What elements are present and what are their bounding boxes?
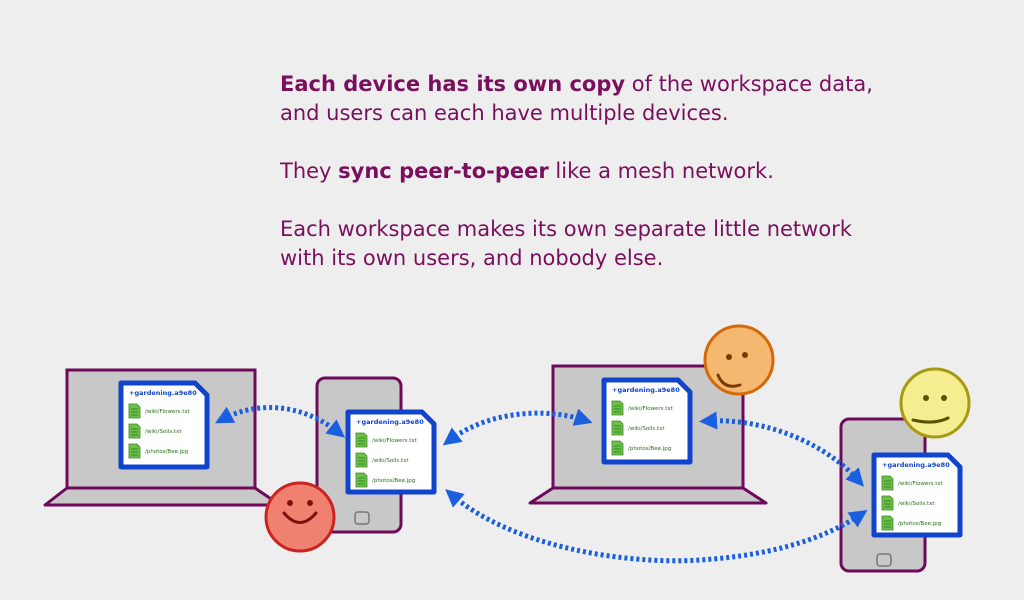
file-name: /wiki/Flowers.txt xyxy=(145,409,191,415)
workspace-address: +gardening.a9e80 xyxy=(129,389,197,397)
file-icon xyxy=(128,423,141,439)
workspace-copy-laptop-1: +gardening.a9e80/wiki/Flowers.txt/wiki/S… xyxy=(118,380,210,470)
workspace-copies: +gardening.a9e80/wiki/Flowers.txt/wiki/S… xyxy=(118,377,963,538)
file-icon xyxy=(611,440,624,456)
caption-emphasis-own-copy: Each device has its own copy xyxy=(280,72,626,96)
file-name: /photos/Bee.jpg xyxy=(898,521,941,527)
document-card xyxy=(118,380,210,470)
file-name: /photos/Bee.jpg xyxy=(628,446,671,452)
file-icon xyxy=(355,452,368,468)
file-name: /photos/Bee.jpg xyxy=(372,478,415,484)
user-orange-avatar xyxy=(703,324,775,396)
file-icon xyxy=(881,515,894,531)
caption-text: like a mesh network. xyxy=(548,159,774,183)
file-name: /photos/Bee.jpg xyxy=(145,449,188,455)
file-icon xyxy=(128,403,141,419)
file-name: /wiki/Soils.txt xyxy=(372,458,409,464)
file-icon xyxy=(355,472,368,488)
sync-arrow-laptop2-phone2 xyxy=(699,411,865,487)
caption-line-2: and users can each have multiple devices… xyxy=(280,101,729,125)
file-icon xyxy=(881,475,894,491)
document-card xyxy=(345,409,437,495)
file-icon xyxy=(611,400,624,416)
file-icon xyxy=(355,432,368,448)
caption-line-1: Each device has its own copy of the work… xyxy=(280,70,873,99)
caption-line-4: Each workspace makes its own separate li… xyxy=(280,217,852,241)
file-icon xyxy=(881,495,894,511)
workspace-address: +gardening.a9e80 xyxy=(612,386,680,394)
file-name: /wiki/Flowers.txt xyxy=(628,406,674,412)
user-red-avatar xyxy=(264,481,336,553)
sync-arrow-laptop1-phone1 xyxy=(215,405,346,438)
file-name: /wiki/Flowers.txt xyxy=(372,438,418,444)
sync-arrows xyxy=(215,405,868,564)
document-card xyxy=(601,377,693,465)
workspace-copy-phone-1: +gardening.a9e80/wiki/Flowers.txt/wiki/S… xyxy=(345,409,437,495)
sync-arrow-phone1-phone2 xyxy=(445,489,868,564)
caption-emphasis-sync: sync peer-to-peer xyxy=(338,159,549,183)
file-icon xyxy=(611,420,624,436)
caption-text: of the workspace data, xyxy=(625,72,873,96)
caption-line-3: They sync peer-to-peer like a mesh netwo… xyxy=(280,157,774,186)
caption-line-5: with its own users, and nobody else. xyxy=(280,246,664,270)
workspace-copy-laptop-2: +gardening.a9e80/wiki/Flowers.txt/wiki/S… xyxy=(601,377,693,465)
caption-text: They xyxy=(280,159,339,183)
workspace-address: +gardening.a9e80 xyxy=(356,418,424,426)
sync-arrow-phone1-laptop2 xyxy=(442,408,593,446)
user-yellow-avatar xyxy=(899,367,971,439)
file-name: /wiki/Soils.txt xyxy=(145,429,182,435)
file-icon xyxy=(128,443,141,459)
file-name: /wiki/Flowers.txt xyxy=(898,481,944,487)
workspace-address: +gardening.a9e80 xyxy=(882,461,950,469)
document-card xyxy=(871,452,963,538)
file-name: /wiki/Soils.txt xyxy=(898,501,935,507)
workspace-copy-phone-2: +gardening.a9e80/wiki/Flowers.txt/wiki/S… xyxy=(871,452,963,538)
file-name: /wiki/Soils.txt xyxy=(628,426,665,432)
